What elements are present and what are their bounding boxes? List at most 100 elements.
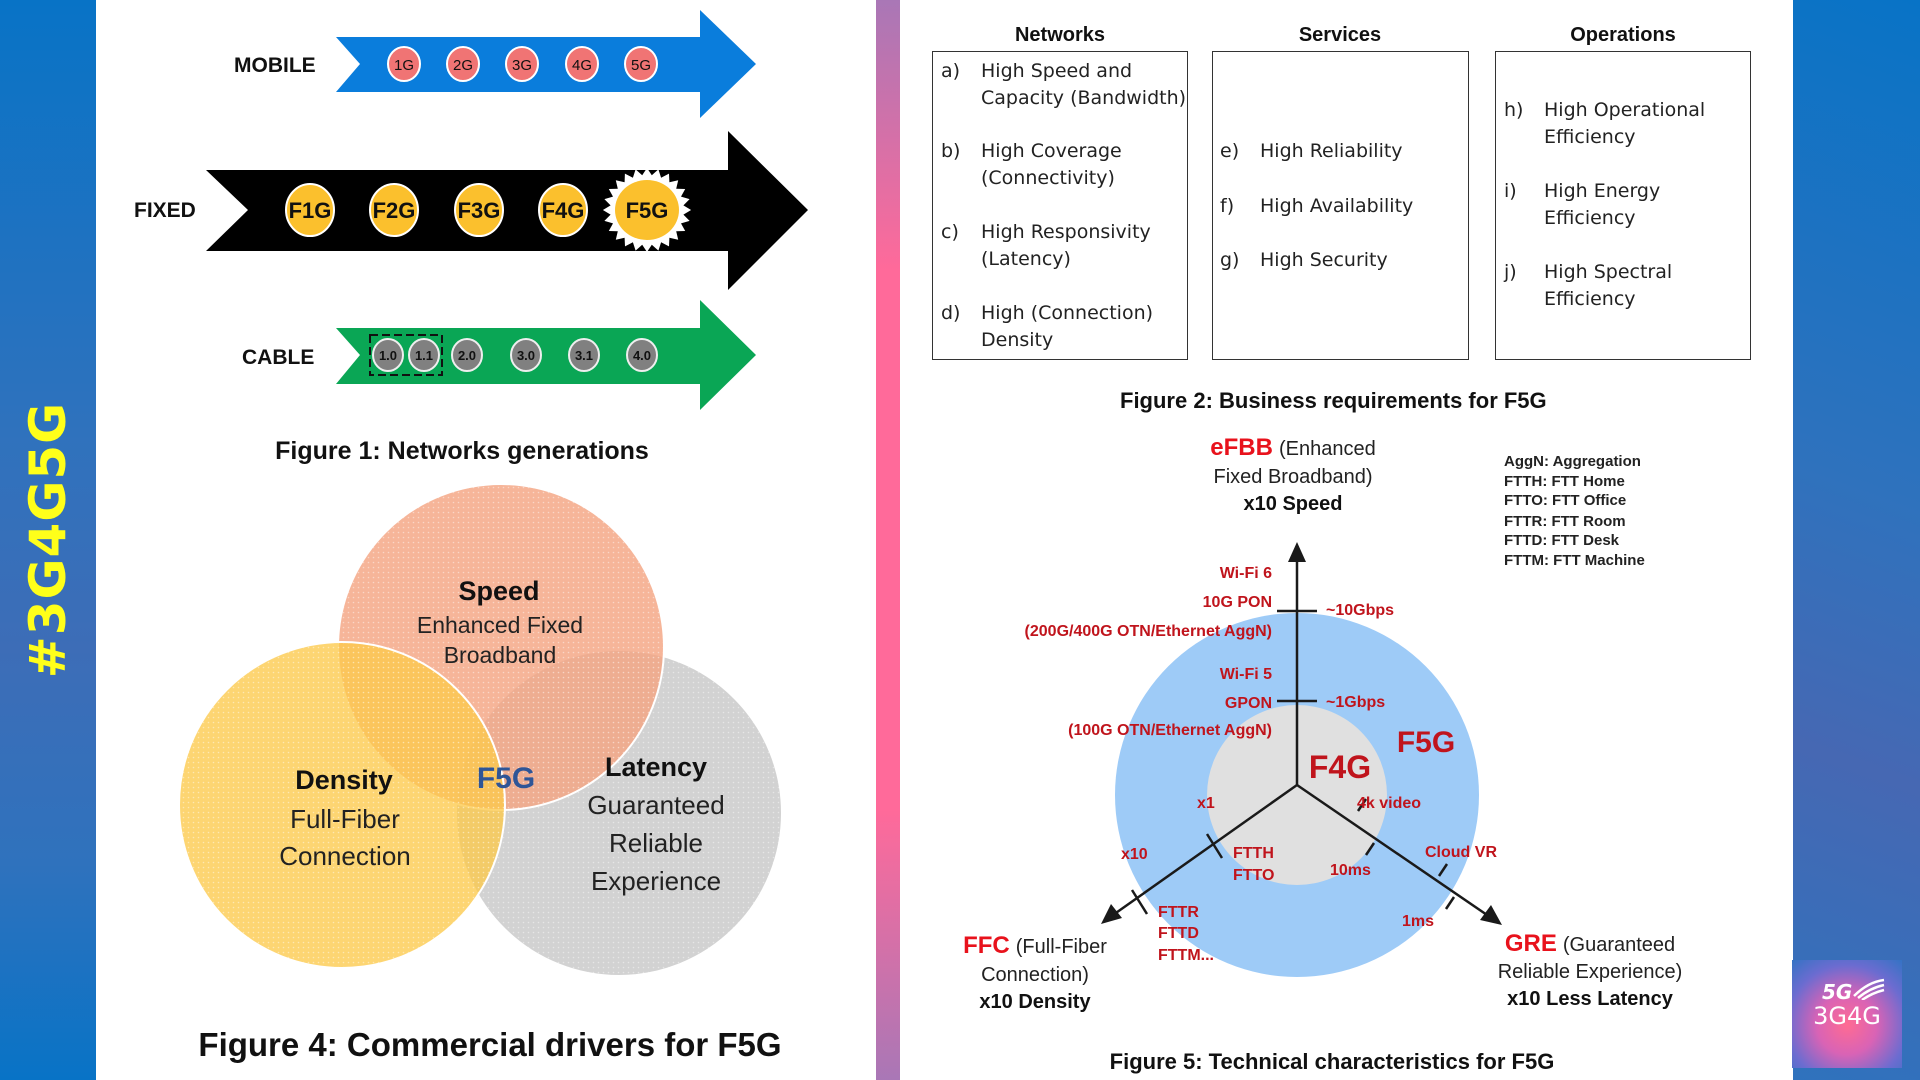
req-key: g) xyxy=(1220,249,1240,271)
svg-text:F2G: F2G xyxy=(373,198,416,223)
figure4-caption: Figure 4: Commercial drivers for F5G xyxy=(198,1026,781,1063)
fixed-row: FIXED F1G F2G F3G F4G F5G xyxy=(134,131,808,290)
density-tick-inner xyxy=(1205,833,1224,859)
speed-line-1: Enhanced Fixed xyxy=(417,612,583,638)
legend-item: FTTH: FTT Home xyxy=(1504,473,1625,490)
density-inner-tech-1: FTTH xyxy=(1233,845,1274,862)
figure2-caption: Figure 2: Business requirements for F5G xyxy=(1120,388,1547,413)
cable-label: CABLE xyxy=(242,346,314,369)
panel-divider xyxy=(876,0,900,1080)
svg-text:3.0: 3.0 xyxy=(517,348,535,363)
services-box: e)High Reliability f)High Availability g… xyxy=(1212,51,1469,360)
legend-item: FTTR: FTT Room xyxy=(1504,513,1626,530)
latency-outer-app: Cloud VR xyxy=(1425,844,1497,861)
speed-inner-value: ~1Gbps xyxy=(1326,694,1385,711)
cable-version-badge: 4.0 xyxy=(626,338,658,372)
gre-abbr: GRE xyxy=(1505,930,1557,957)
density-line-1: Full-Fiber xyxy=(290,804,400,834)
svg-text:F3G: F3G xyxy=(458,198,501,223)
density-arrowhead xyxy=(1101,904,1122,924)
req-text: High Reliability xyxy=(1260,140,1403,162)
latency-tick-app-outer xyxy=(1437,863,1449,877)
latency-inner-value: 10ms xyxy=(1330,862,1371,879)
req-key: c) xyxy=(941,221,959,243)
left-banner: #3G4G5G xyxy=(0,0,96,1080)
networks-heading: Networks xyxy=(1014,24,1106,46)
efbb-desc-1: (Enhanced xyxy=(1279,438,1376,460)
efbb-desc-2: Fixed Broadband) xyxy=(1214,466,1373,488)
svg-text:1.1: 1.1 xyxy=(415,348,433,363)
mobile-label: MOBILE xyxy=(234,54,316,77)
figure5-caption: Figure 5: Technical characteristics for … xyxy=(1110,1049,1555,1074)
req-text: High Coverage(Connectivity) xyxy=(981,140,1122,189)
mobile-generation-badge: 1G xyxy=(387,46,421,82)
efbb-metric: x10 Speed xyxy=(1244,493,1343,515)
mobile-row: MOBILE 1G 2G 3G 4G 5G xyxy=(234,10,756,118)
svg-text:F1G: F1G xyxy=(289,198,332,223)
latency-inner-app: 4k video xyxy=(1357,795,1421,812)
fixed-label: FIXED xyxy=(134,199,196,222)
svg-text:F5G: F5G xyxy=(626,198,669,223)
speed-outer-value: ~10Gbps xyxy=(1326,602,1394,619)
mobile-arrow xyxy=(336,10,756,118)
svg-text:3G: 3G xyxy=(512,57,532,74)
speed-arrowhead xyxy=(1288,542,1306,562)
density-outer-mult: x10 xyxy=(1121,846,1148,863)
gre-metric: x10 Less Latency xyxy=(1507,988,1674,1010)
latency-line-1: Guaranteed xyxy=(587,790,724,820)
req-key: d) xyxy=(941,302,961,324)
density-axis xyxy=(1112,783,1298,917)
speed-outer-tech-3: (200G/400G OTN/Ethernet AggN) xyxy=(1025,623,1272,640)
services-heading: Services xyxy=(1298,24,1382,46)
latency-tick-app-inner xyxy=(1356,798,1368,812)
legend-item: FTTD: FTT Desk xyxy=(1504,532,1620,549)
req-key: e) xyxy=(1220,140,1240,162)
f4g-label: F4G xyxy=(1309,749,1371,785)
svg-text:2G: 2G xyxy=(453,57,473,74)
abbreviation-legend: AggN: Aggregation FTTH: FTT Home FTTO: F… xyxy=(1504,453,1645,569)
svg-text:1.0: 1.0 xyxy=(379,348,397,363)
figure1-caption: Figure 1: Networks generations xyxy=(275,437,649,465)
axes xyxy=(1112,555,1491,919)
latency-line-2: Reliable xyxy=(609,828,703,858)
cable-version-badge: 2.0 xyxy=(451,338,483,372)
legend-item: AggN: Aggregation xyxy=(1504,453,1641,470)
ffc-metric: x10 Density xyxy=(979,991,1091,1013)
legend-item: FTTO: FTT Office xyxy=(1504,492,1626,509)
cable-arrow xyxy=(336,300,756,410)
density-outer-tech-3: FTTM... xyxy=(1158,947,1214,964)
speed-line-2: Broadband xyxy=(444,642,557,668)
svg-text:F4G: F4G xyxy=(542,198,585,223)
logo-5g: 5G xyxy=(1822,980,1853,1004)
operations-heading: Operations xyxy=(1570,24,1676,46)
density-outer-tech-1: FTTR xyxy=(1158,904,1199,921)
cable-version-badge: 3.0 xyxy=(510,338,542,372)
fixed-generation-badge: F4G xyxy=(538,183,588,237)
figure5-technical-characteristics: F4G F5G Wi-Fi 6 10G PON (200G/400G OTN/E… xyxy=(963,434,1682,1074)
efbb-abbr: eFBB xyxy=(1210,434,1273,461)
svg-text:2.0: 2.0 xyxy=(458,348,476,363)
density-line-2: Connection xyxy=(279,841,411,871)
latency-axis xyxy=(1296,783,1491,919)
req-text: High Responsivity(Latency) xyxy=(981,221,1151,270)
brand-logo: 5G 3G4G xyxy=(1792,960,1902,1068)
fixed-generation-badge: F3G xyxy=(454,183,504,237)
f5g-highlight-badge: F5G xyxy=(615,180,679,240)
mobile-generation-badge: 5G xyxy=(624,46,658,82)
density-tick-outer xyxy=(1130,889,1149,915)
f5g-label: F5G xyxy=(1397,726,1455,759)
ffc-abbr: FFC xyxy=(963,932,1010,959)
latency-arrowhead xyxy=(1480,905,1502,925)
gre-label: GRE(Guaranteed xyxy=(1505,930,1675,957)
mobile-generation-badge: 2G xyxy=(446,46,480,82)
density-inner-mult: x1 xyxy=(1197,795,1215,812)
mobile-generation-badge: 4G xyxy=(565,46,599,82)
